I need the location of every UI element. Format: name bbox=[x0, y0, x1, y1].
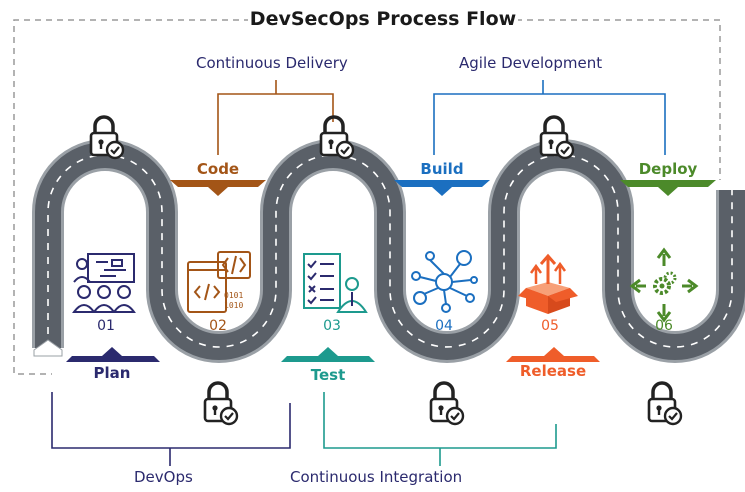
release-label-bar bbox=[506, 347, 600, 362]
svg-text:1010: 1010 bbox=[224, 301, 243, 310]
build-label-bar bbox=[394, 180, 490, 196]
continuous-integration-label: Continuous Integration bbox=[290, 468, 463, 486]
stage-number-05: 05 bbox=[541, 318, 559, 334]
stage-label-release: Release bbox=[519, 362, 587, 380]
devops-label: DevOps bbox=[134, 468, 193, 486]
deploy-gears-icon bbox=[629, 247, 699, 323]
agile-development-label: Agile Development bbox=[459, 54, 603, 72]
svg-text:0101: 0101 bbox=[224, 291, 243, 300]
stage-label-plan: Plan bbox=[93, 364, 131, 382]
stage-number-06: 06 bbox=[655, 318, 673, 334]
stage-label-build: Build bbox=[420, 160, 464, 178]
lock-check-icon bbox=[647, 381, 683, 426]
road bbox=[31, 139, 745, 363]
code-label-bar bbox=[170, 180, 266, 196]
continuous-delivery-bracket bbox=[217, 80, 334, 155]
planning-team-icon bbox=[72, 253, 136, 313]
build-network-icon bbox=[411, 250, 478, 313]
stage-number-04: 04 bbox=[435, 318, 453, 334]
release-box-icon bbox=[518, 253, 578, 314]
lock-check-icon bbox=[539, 115, 575, 160]
devops-bracket bbox=[51, 392, 291, 466]
continuous-delivery-label: Continuous Delivery bbox=[196, 54, 348, 72]
agile-development-bracket bbox=[433, 80, 666, 155]
page-title: DevSecOps Process Flow bbox=[248, 8, 518, 30]
plan-label-bar bbox=[66, 347, 160, 362]
lock-check-icon bbox=[203, 381, 239, 426]
stage-number-03: 03 bbox=[323, 318, 341, 334]
stage-label-deploy: Deploy bbox=[638, 160, 698, 178]
test-label-bar bbox=[281, 347, 375, 362]
dashed-frame bbox=[13, 19, 721, 375]
test-checklist-icon bbox=[303, 253, 368, 313]
lock-check-icon bbox=[429, 381, 465, 426]
code-window-icon: 0101 1010 bbox=[187, 251, 251, 313]
road-start-arrow bbox=[33, 339, 63, 357]
stage-number-02: 02 bbox=[209, 318, 227, 334]
lock-check-icon bbox=[89, 115, 125, 160]
stage-label-code: Code bbox=[196, 160, 240, 178]
deploy-label-bar bbox=[620, 180, 716, 196]
lock-check-icon bbox=[319, 115, 355, 160]
stage-number-01: 01 bbox=[97, 318, 115, 334]
continuous-integration-bracket bbox=[323, 392, 557, 466]
stage-label-test: Test bbox=[310, 366, 346, 384]
